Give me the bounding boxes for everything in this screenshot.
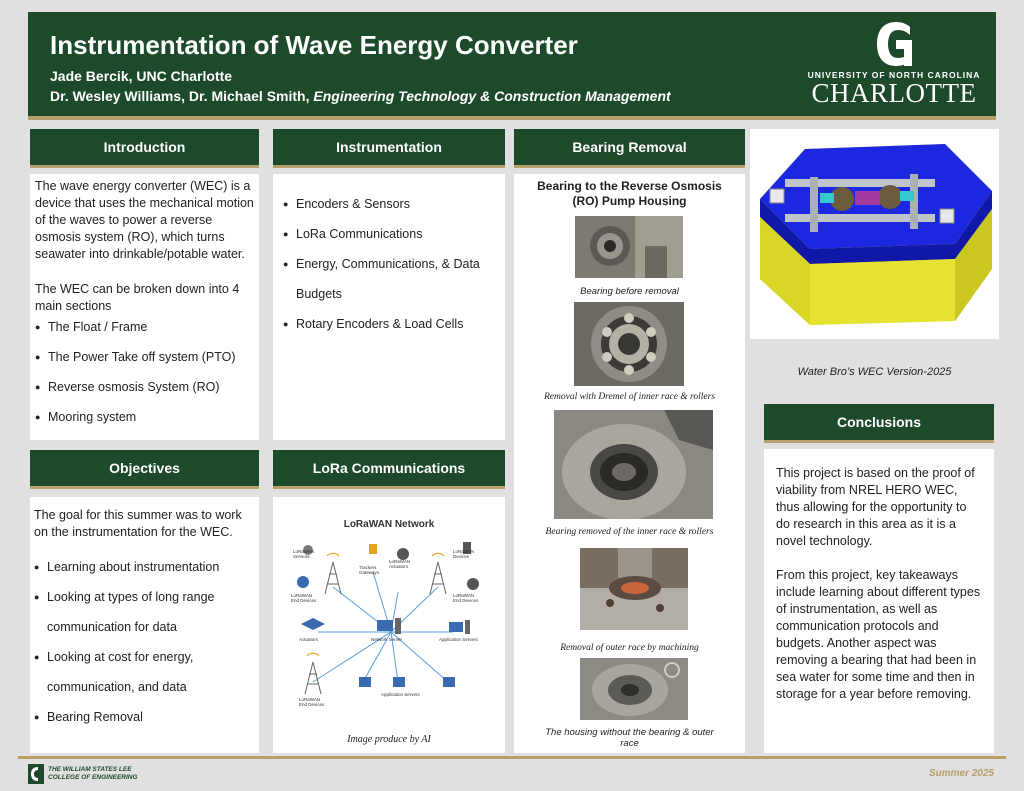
inner-race-removed-photo: [554, 410, 713, 519]
charlotte-c-logo-icon: [877, 22, 912, 66]
college-name-line-1: THE WILLIAM STATES LEE: [48, 766, 132, 773]
list-item: Rotary Encoders & Load Cells: [283, 316, 495, 333]
dremel-removal-image: [574, 302, 684, 386]
lora-panel: LoRaWAN Network: [273, 497, 505, 753]
bearing-caption-5: The housing without the bearing & outer …: [545, 727, 714, 749]
bearing-caption-1: Bearing before removal: [580, 286, 679, 297]
empty-housing-image: [580, 658, 688, 720]
introduction-panel: The wave energy converter (WEC) is a dev…: [30, 174, 259, 440]
conclusions-paragraph-2: From this project, key takeaways include…: [776, 568, 981, 701]
bearing-removal-panel: Bearing to the Reverse Osmosis (RO) Pump…: [514, 174, 745, 753]
lorawan-end-devices-bottom-label: LoRaWAN End Devices: [299, 697, 325, 707]
lora-heading: LoRa Communications: [273, 450, 505, 489]
introduction-sections-paragraph: The WEC can be broken down into 4 main s…: [35, 282, 240, 313]
list-item: Encoders & Sensors: [283, 196, 495, 213]
college-name-line-2: COLLEGE OF ENGINEERING: [48, 774, 138, 781]
lora-image-caption: Image produce by AI: [347, 734, 431, 745]
wec-model-image: [750, 129, 999, 339]
lorawan-end-devices-right-label: LoRaWAN End Devices: [453, 593, 479, 603]
lorawan-end-devices-left-label: LoRaWAN End Devices: [291, 593, 317, 603]
conclusions-heading: Conclusions: [764, 404, 994, 443]
introduction-heading: Introduction: [30, 129, 259, 168]
lorawan-sensors-label: LoRaWAN Sensors: [293, 549, 315, 559]
author-line: Jade Bercik, UNC Charlotte: [50, 68, 233, 84]
objectives-paragraph: The goal for this summer was to work on …: [34, 508, 242, 539]
list-item-continuation: communication, and data: [47, 680, 187, 694]
empty-housing-photo: [580, 658, 688, 720]
logo-university-text: UNIVERSITY OF NORTH CAROLINA: [807, 70, 981, 80]
objectives-panel: The goal for this summer was to work on …: [30, 497, 259, 753]
bearing-caption-3: Bearing removed of the inner race & roll…: [545, 527, 714, 537]
season-label: Summer 2025: [928, 768, 994, 779]
list-item: Looking at cost for energy,: [34, 649, 255, 666]
list-item: LoRa Communications: [283, 226, 495, 243]
bearing-caption-4: Removal of outer race by machining: [560, 643, 699, 653]
college-name: THE WILLIAM STATES LEE COLLEGE OF ENGINE…: [48, 766, 138, 782]
introduction-paragraph: The wave energy converter (WEC) is a dev…: [35, 179, 254, 261]
list-item-continuation: communication for data: [47, 620, 177, 634]
lorawan-devices-label: LoRaWAN Devices: [453, 549, 475, 559]
inner-race-removed-image: [554, 410, 713, 519]
lorawan-actuators-label: LoRaWAN Actuators: [389, 559, 411, 569]
list-item: Learning about instrumentation: [34, 559, 255, 576]
instrumentation-list: Encoders & Sensors LoRa Communications E…: [283, 196, 495, 333]
bearing-before-photo: [575, 216, 683, 278]
application-servers-bottom-label: Application Servers: [381, 692, 420, 697]
footer-divider: [18, 756, 1006, 759]
bearing-before-image: [575, 216, 683, 278]
advisors: Dr. Wesley Williams, Dr. Michael Smith,: [50, 88, 314, 104]
department: Engineering Technology & Construction Ma…: [313, 88, 671, 104]
wec-model-caption: Water Bro’s WEC Version-2025: [797, 366, 952, 378]
dremel-removal-photo: [574, 302, 684, 386]
wec-model-image-frame: [750, 129, 999, 339]
header-divider: [28, 116, 996, 120]
objectives-heading: Objectives: [30, 450, 259, 489]
list-item: Looking at types of long range: [34, 589, 255, 606]
application-servers-right-label: Application Servers: [439, 637, 478, 642]
lorawan-diagram-title: LoRaWAN Network: [343, 519, 435, 530]
outer-race-machining-image: [580, 548, 688, 630]
poster-header: Instrumentation of Wave Energy Converter…: [28, 12, 996, 116]
bearing-subtitle: Bearing to the Reverse Osmosis (RO) Pump…: [537, 179, 722, 208]
college-logo: THE WILLIAM STATES LEE COLLEGE OF ENGINE…: [28, 764, 138, 784]
list-item: Reverse osmosis System (RO): [35, 379, 254, 396]
list-item-continuation: Budgets: [296, 287, 342, 301]
actuators-label: Actuators: [299, 637, 319, 642]
conclusions-paragraph-1: This project is based on the proof of vi…: [776, 466, 975, 548]
network-server-label: Network Server: [371, 637, 403, 642]
objectives-list: Learning about instrumentation Looking a…: [34, 559, 255, 726]
lorawan-network-diagram: [297, 542, 479, 695]
outer-race-machining-photo: [580, 548, 688, 630]
unc-charlotte-logo: UNIVERSITY OF NORTH CAROLINA CHARLOTTE: [806, 20, 982, 112]
list-item: Bearing Removal: [34, 709, 255, 726]
list-item: Mooring system: [35, 409, 254, 426]
advisor-line: Dr. Wesley Williams, Dr. Michael Smith, …: [50, 88, 671, 104]
trackers-gateways-label: Trackers Gateways: [359, 565, 380, 575]
list-item: Energy, Communications, & Data: [283, 256, 495, 273]
list-item: The Float / Frame: [35, 319, 254, 336]
instrumentation-heading: Instrumentation: [273, 129, 505, 168]
bearing-caption-2: Removal with Dremel of inner race & roll…: [543, 392, 716, 402]
conclusions-panel: This project is based on the proof of vi…: [764, 449, 994, 753]
instrumentation-panel: Encoders & Sensors LoRa Communications E…: [273, 174, 505, 440]
introduction-list: The Float / Frame The Power Take off sys…: [35, 319, 254, 426]
college-c-logo-icon: [28, 764, 44, 784]
list-item: The Power Take off system (PTO): [35, 349, 254, 366]
poster-title: Instrumentation of Wave Energy Converter: [50, 30, 578, 60]
bearing-removal-heading: Bearing Removal: [514, 129, 745, 168]
logo-charlotte-text: CHARLOTTE: [811, 78, 977, 108]
